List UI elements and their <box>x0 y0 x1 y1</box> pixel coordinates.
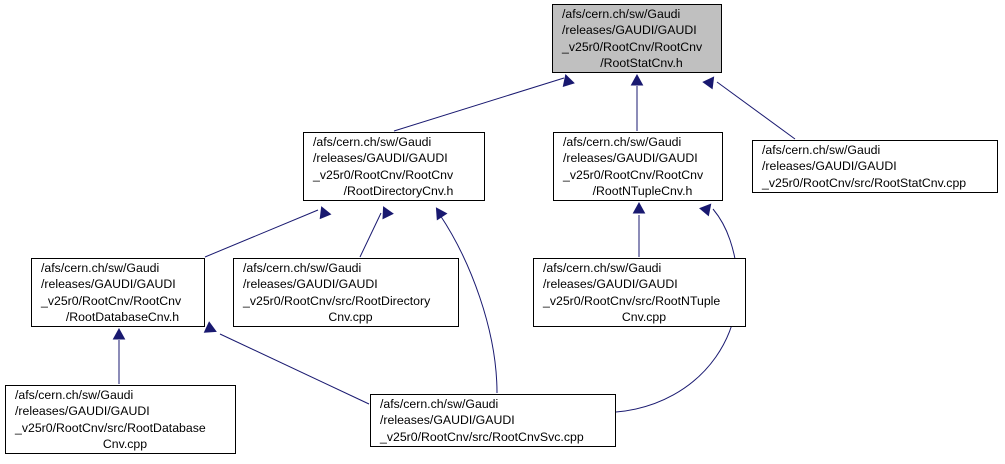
edge-rootntuplecnv-h-to-rootstatcnv-h-arrowhead <box>630 73 644 86</box>
node-rootntuplecnv-cpp[interactable]: /afs/cern.ch/sw/Gaudi/releases/GAUDI/GAU… <box>533 258 746 327</box>
node-rootcnvsvc-cpp-line-1: /afs/cern.ch/sw/Gaudi <box>380 397 499 412</box>
node-rootdirectorycnv-h-line-2: /releases/GAUDI/GAUDI <box>313 151 448 166</box>
node-rootdatabasecnv-cpp-line-3: _v25r0/RootCnv/src/RootDatabase <box>15 420 206 435</box>
edge-rootcnvsvc-cpp-to-rootntuplecnv-h-arrowhead <box>699 203 712 217</box>
edge-rootcnvsvc-cpp-to-rootdatabasecnv-h <box>219 333 370 405</box>
node-rootdirectorycnv-h-line-3: _v25r0/RootCnv/RootCnv <box>313 167 454 182</box>
node-rootdirectorycnv-cpp-line-1: /afs/cern.ch/sw/Gaudi <box>243 261 362 276</box>
node-rootntuplecnv-h-line-4: /RootNTupleCnv.h <box>592 183 693 198</box>
node-rootdatabasecnv-cpp-line-2: /releases/GAUDI/GAUDI <box>15 404 150 419</box>
node-rootstatcnv-cpp[interactable]: /afs/cern.ch/sw/Gaudi/releases/GAUDI/GAU… <box>752 140 998 193</box>
node-rootntuplecnv-cpp-line-1: /afs/cern.ch/sw/Gaudi <box>543 261 662 276</box>
node-rootstatcnv-cpp-line-2: /releases/GAUDI/GAUDI <box>762 159 897 174</box>
node-rootcnvsvc-cpp-line-3: _v25r0/RootCnv/src/RootCnvSvc.cpp <box>380 429 584 444</box>
edge-rootntuplecnv-cpp-to-rootntuplecnv-h-arrowhead <box>632 201 646 214</box>
node-rootstatcnv-h-line-2: /releases/GAUDI/GAUDI <box>562 23 697 38</box>
node-rootdatabasecnv-h-line-1: /afs/cern.ch/sw/Gaudi <box>41 261 160 276</box>
node-rootntuplecnv-cpp-line-3: _v25r0/RootCnv/src/RootNTuple <box>543 293 721 308</box>
edge-rootdirectorycnv-cpp-to-rootdirectorycnv-h <box>359 212 382 258</box>
node-rootdirectorycnv-h-line-4: /RootDirectoryCnv.h <box>343 183 454 198</box>
node-rootstatcnv-h-line-4: /RootStatCnv.h <box>600 55 683 70</box>
node-rootntuplecnv-h[interactable]: /afs/cern.ch/sw/Gaudi/releases/GAUDI/GAU… <box>553 132 723 201</box>
node-rootstatcnv-h-line-1: /afs/cern.ch/sw/Gaudi <box>562 7 681 22</box>
node-rootstatcnv-h[interactable]: /afs/cern.ch/sw/Gaudi/releases/GAUDI/GAU… <box>552 4 722 73</box>
edge-rootdirectorycnv-h-to-rootstatcnv-h-arrowhead <box>562 74 575 87</box>
node-rootdirectorycnv-h[interactable]: /afs/cern.ch/sw/Gaudi/releases/GAUDI/GAU… <box>303 132 485 201</box>
node-rootstatcnv-cpp-line-3: _v25r0/RootCnv/src/RootStatCnv.cpp <box>762 175 967 190</box>
edge-rootdatabasecnv-cpp-to-rootdatabasecnv-h-arrowhead <box>112 327 126 340</box>
node-rootdatabasecnv-h-line-2: /releases/GAUDI/GAUDI <box>41 277 176 292</box>
node-rootcnvsvc-cpp[interactable]: /afs/cern.ch/sw/Gaudi/releases/GAUDI/GAU… <box>370 394 616 447</box>
node-rootcnvsvc-cpp-line-2: /releases/GAUDI/GAUDI <box>380 413 515 428</box>
node-rootdatabasecnv-cpp[interactable]: /afs/cern.ch/sw/Gaudi/releases/GAUDI/GAU… <box>5 385 236 454</box>
node-rootdatabasecnv-h-line-4: /RootDatabaseCnv.h <box>65 309 180 324</box>
edge-rootdatabasecnv-h-to-rootdirectorycnv-h <box>204 209 319 258</box>
node-rootdirectorycnv-cpp-line-2: /releases/GAUDI/GAUDI <box>243 277 378 292</box>
node-rootdatabasecnv-h-line-3: _v25r0/RootCnv/RootCnv <box>41 293 182 308</box>
edge-rootstatcnv-cpp-to-rootstatcnv-h-arrowhead <box>702 76 715 90</box>
node-rootdirectorycnv-cpp[interactable]: /afs/cern.ch/sw/Gaudi/releases/GAUDI/GAU… <box>233 258 459 327</box>
node-rootdatabasecnv-h[interactable]: /afs/cern.ch/sw/Gaudi/releases/GAUDI/GAU… <box>31 258 205 327</box>
node-rootdatabasecnv-cpp-line-4: Cnv.cpp <box>102 436 148 451</box>
node-rootstatcnv-h-line-3: _v25r0/RootCnv/RootCnv <box>562 39 703 54</box>
node-rootstatcnv-cpp-line-1: /afs/cern.ch/sw/Gaudi <box>762 143 881 158</box>
edge-rootcnvsvc-cpp-to-rootdatabasecnv-h-arrowhead <box>203 321 217 333</box>
node-rootntuplecnv-h-line-3: _v25r0/RootCnv/RootCnv <box>563 167 704 182</box>
node-rootdirectorycnv-h-line-1: /afs/cern.ch/sw/Gaudi <box>313 135 432 150</box>
node-rootdatabasecnv-cpp-line-1: /afs/cern.ch/sw/Gaudi <box>15 388 134 403</box>
node-rootntuplecnv-h-line-2: /releases/GAUDI/GAUDI <box>563 151 698 166</box>
node-rootntuplecnv-cpp-line-4: Cnv.cpp <box>621 309 667 324</box>
node-rootdirectorycnv-cpp-line-3: _v25r0/RootCnv/src/RootDirectory <box>243 293 431 308</box>
node-rootntuplecnv-cpp-line-2: /releases/GAUDI/GAUDI <box>543 277 678 292</box>
edge-rootdatabasecnv-h-to-rootdirectorycnv-h-arrowhead <box>319 206 332 220</box>
edge-rootdirectorycnv-h-to-rootstatcnv-h <box>393 77 565 132</box>
edge-rootstatcnv-cpp-to-rootstatcnv-h <box>716 81 796 140</box>
node-rootdirectorycnv-cpp-line-4: Cnv.cpp <box>328 309 373 324</box>
edge-rootcnvsvc-cpp-to-rootdirectorycnv-h-arrowhead <box>435 207 448 221</box>
edge-rootdirectorycnv-cpp-to-rootdirectorycnv-h-arrowhead <box>382 206 394 220</box>
node-rootntuplecnv-h-line-1: /afs/cern.ch/sw/Gaudi <box>563 135 682 150</box>
